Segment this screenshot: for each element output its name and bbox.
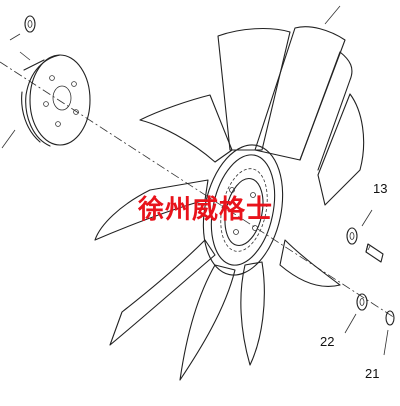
fan-blade: [94, 179, 209, 241]
leader-line-top: [324, 5, 341, 25]
fan-hub-disc: [1, 51, 91, 149]
bolt: [365, 243, 384, 263]
fan-blade: [217, 28, 291, 151]
leader-line-22: [344, 313, 357, 334]
washer-21: [385, 310, 395, 326]
callout-13: 13: [373, 181, 387, 196]
fan-blade: [109, 239, 216, 346]
fan-blade: [240, 261, 265, 366]
washer-top-left: [9, 15, 36, 41]
leader-line-13: [361, 209, 373, 227]
callout-22: 22: [320, 334, 334, 349]
centre-line: [0, 61, 396, 319]
washer-22: [356, 293, 368, 311]
fan-blade: [299, 51, 353, 171]
callout-21: 21: [365, 366, 379, 381]
fan-blade: [179, 264, 236, 381]
fan-hub-ring: [202, 144, 284, 276]
fan-blade: [317, 93, 365, 206]
fan-blade: [279, 239, 341, 288]
fan-blades: [94, 26, 365, 381]
washer-13: [346, 227, 358, 245]
leader-line-21: [383, 329, 389, 356]
fan-blade: [139, 94, 233, 163]
watermark-text: 徐州威格士: [137, 194, 273, 225]
fan-blade: [254, 26, 346, 161]
